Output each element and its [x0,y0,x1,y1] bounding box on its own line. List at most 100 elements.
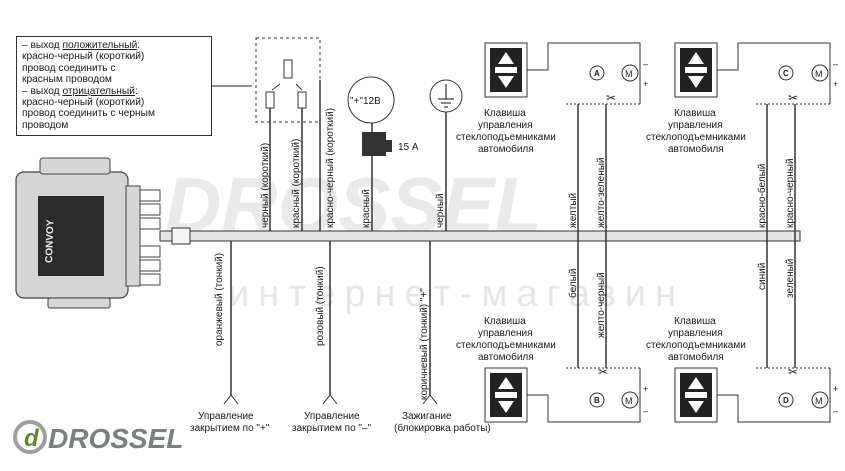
wire-label: синий [757,263,768,290]
switch-label-line: управления [478,328,533,339]
note-text: отрицательный [62,85,135,97]
note-text: – выход [22,40,63,51]
note-text: красно-черный (короткий) [22,51,145,63]
harness-clip [171,227,191,245]
polarity-connector-box [255,37,321,123]
cut-icon: ✂ [606,91,616,105]
polarity-connectors [265,59,307,109]
motor-letter: D [783,396,789,405]
switch-label-line: стеклоподъемниками [456,340,556,351]
motor-letter: A [594,69,600,78]
wire-label: черный [435,193,446,228]
ground-symbol [438,84,454,108]
motor-letter: C [783,69,789,78]
wire-label: желто-черный [596,272,607,338]
motor-symbol: M [815,396,823,406]
switch-label-line: Клавиша [484,108,526,119]
switch-label-line: стеклоподъемниками [456,132,556,143]
wire-label: белый [567,269,579,298]
wire-label: красно-черный (короткий) [325,108,336,228]
note-text: красно-черный (короткий) [22,97,145,109]
convoy-module: CONVOY [15,157,161,309]
switch-label-line: автомобиля [478,143,534,155]
bottom-label: закрытием по "+" [190,423,270,434]
switch-label-line: управления [668,120,723,131]
switch-label-line: стеклоподъемниками [646,340,746,351]
wire-label: красный [361,189,372,228]
power-terminal-icon [347,76,395,124]
note-text: : [137,40,141,51]
note-text: – выход [22,85,63,97]
voltage-label: "+"12В [350,96,381,107]
bottom-label: Зажигание [402,411,452,422]
bottom-label: закрытием по "–" [292,423,372,434]
svg-text:d: d [24,425,40,452]
switch-label-line: управления [668,328,723,339]
wire-label: коричневый (тонкий) "+" [419,288,430,400]
polarity-sign: – [643,406,648,416]
switch-label-bottom-right: Клавиша управления стеклоподъемниками ав… [646,316,746,363]
wire-label: красно-черный [785,158,796,228]
switch-label-line: автомобиля [668,143,724,155]
wire-label: зеленый [785,259,796,298]
switch-label-line: автомобиля [668,351,724,363]
switch-label-line: Клавиша [674,108,716,119]
main-harness [159,230,801,242]
cut-icon: ✂ [788,91,798,105]
switch-label-top-right: Клавиша управления стеклоподъемниками ав… [646,108,746,155]
wire-label: розовый (тонкий) [315,266,326,346]
polarity-sign: – [833,59,838,69]
window-group-d [674,367,831,423]
note-text: провод соединить с [22,62,116,74]
watermark-subtext: интернет-магазин [228,273,685,315]
fuse-label: 15 А [398,142,419,153]
polarity-sign: + [833,384,838,394]
top-wires [269,80,447,231]
wire-label: желтый [568,193,579,228]
switch-label-line: автомобиля [478,351,534,363]
bottom-wires [230,241,431,395]
note-text: красным проводом [22,74,112,86]
window-group-a [484,42,641,105]
note-text: провод соединить с черным [22,108,155,120]
polarity-sign: + [643,79,648,89]
cut-icon: ✂ [598,365,608,379]
wire-label: черный (короткий) [260,143,271,228]
polarity-sign: + [833,79,838,89]
fuse-icon [362,132,392,156]
window-wires [577,104,796,368]
bottom-label: Управление [198,411,254,422]
polarity-sign: – [643,59,648,69]
motor-symbol: M [625,69,633,79]
motor-symbol: M [815,69,823,79]
switch-label-line: Клавиша [484,316,526,327]
wire-label: оранжевый (тонкий) [214,253,225,346]
wire-ends [223,394,438,405]
drossel-logo: d DROSSEL [13,420,183,454]
wire-label: желто-зеленый [596,157,607,228]
module-logo: CONVOY [44,219,57,263]
bottom-label: Управление [304,411,360,422]
motor-symbol: M [625,396,633,406]
polarity-sign: – [833,406,838,416]
window-group-c [674,42,831,105]
wire-label: красно-белый [756,164,768,228]
corner-logo-text: DROSSEL [48,423,183,454]
wire-label: красный (короткий) [291,139,302,228]
polarity-sign: + [643,384,648,394]
connection-note: – выход положительный: красно-черный (ко… [16,36,212,136]
switch-label-bottom-left: Клавиша управления стеклоподъемниками ав… [456,316,556,363]
switch-label-line: управления [478,120,533,131]
motor-letter: B [594,396,600,405]
switch-label-top-left: Клавиша управления стеклоподъемниками ав… [456,108,556,155]
switch-label-line: Клавиша [674,316,716,327]
note-text: : [134,85,138,97]
note-text: положительный [62,40,138,51]
note-text: проводом [22,119,69,131]
window-group-b [484,367,641,423]
bottom-label: (блокировка работы) [394,422,491,434]
cut-icon: ✂ [788,365,798,379]
switch-label-line: стеклоподъемниками [646,132,746,143]
